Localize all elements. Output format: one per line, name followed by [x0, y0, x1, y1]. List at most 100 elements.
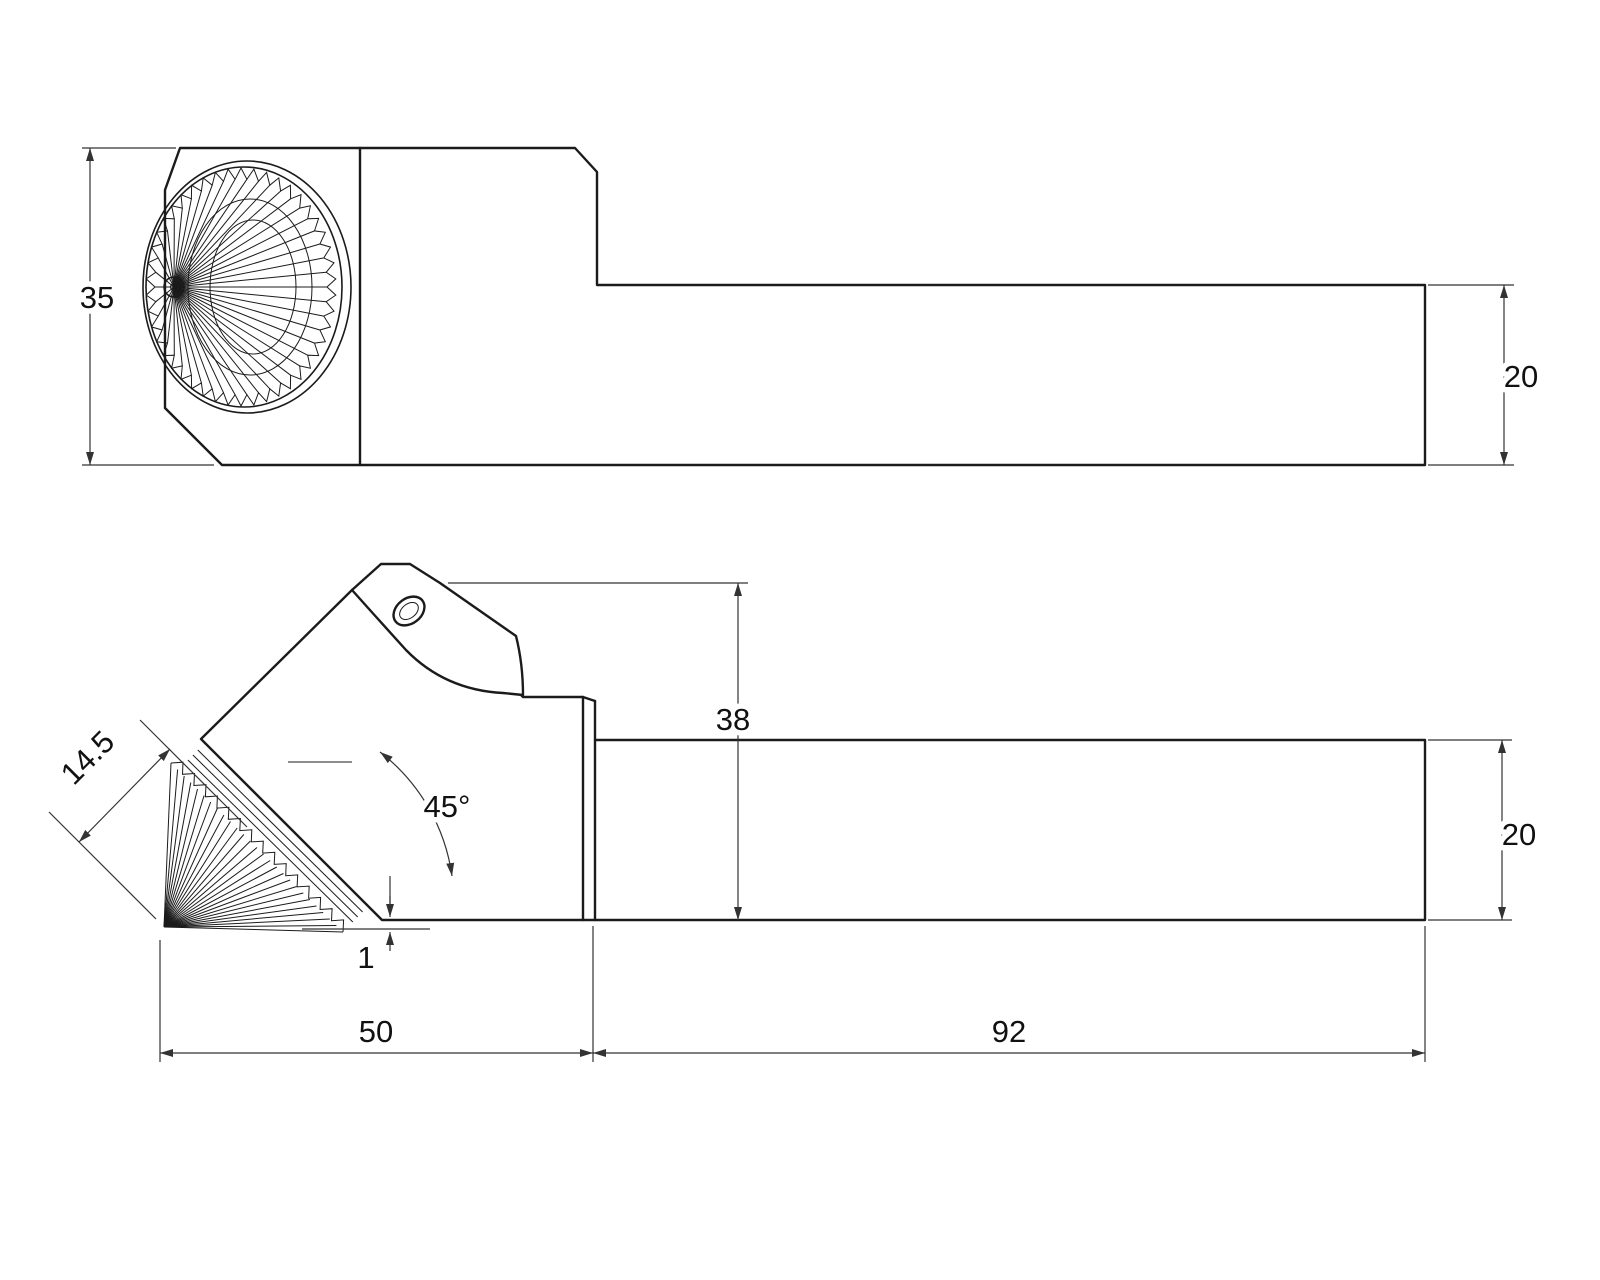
gear-tooth-line	[173, 208, 183, 288]
gear-tooth-line	[173, 286, 213, 389]
extension-line	[139, 719, 248, 828]
cutter-seat-line	[192, 754, 359, 918]
neck-top-edge	[581, 695, 597, 703]
gear-tooth-line	[173, 286, 224, 393]
cutter-fan-line	[163, 918, 330, 928]
cutter-fan-line	[163, 834, 245, 928]
cutter-fan-line	[163, 892, 304, 928]
gear-tooth-line	[173, 286, 236, 395]
gear-ring	[145, 166, 343, 408]
gear-face	[142, 160, 352, 414]
gear-tooth-line	[157, 286, 175, 317]
cutter-fan-line	[163, 873, 284, 928]
gear-tooth-line	[173, 198, 192, 288]
dim-20-front-label: 20	[1502, 817, 1536, 852]
angle-arc	[379, 751, 455, 877]
dimension-line	[78, 748, 171, 843]
dim-35-label: 35	[80, 280, 114, 315]
gear-tooth-line	[173, 271, 327, 288]
serrated-cutter	[163, 749, 363, 933]
gear-tooth-line	[173, 286, 183, 366]
dim-50-label: 50	[359, 1014, 393, 1049]
shank	[593, 738, 1427, 922]
dim-20-front: 20	[1428, 739, 1542, 921]
top-view-outline	[163, 146, 1427, 467]
cutter-fan-line	[163, 788, 198, 928]
cutter-fan-line	[163, 879, 291, 928]
cutter-fan-line	[163, 782, 192, 928]
gear-tooth-line	[173, 286, 248, 395]
gear-tooth-line	[173, 286, 321, 331]
gear-tooth-line	[173, 286, 315, 344]
clamp-screw-hole-inner	[399, 602, 419, 620]
cutter-fan-line	[163, 827, 238, 928]
gear-tooth-line	[161, 243, 175, 288]
gear-tooth-line	[173, 286, 308, 356]
clamp-screw-hole	[392, 595, 426, 627]
gear-tooth-line	[173, 286, 291, 376]
cutter-fan-line	[163, 912, 324, 928]
cutter-fan-line	[163, 847, 258, 928]
dim-38-label: 38	[716, 702, 750, 737]
gear-apex-boss	[163, 276, 185, 298]
dim-50: 50	[159, 926, 594, 1062]
dim-45deg-label: 45°	[424, 789, 471, 824]
cutter-fan-line	[163, 886, 297, 928]
dim-92: 92	[593, 926, 1426, 1062]
dim-92-label: 92	[992, 1014, 1026, 1049]
gear-tooth-line	[157, 257, 175, 288]
cutter-fan-line	[163, 866, 278, 928]
head-body	[199, 588, 585, 922]
cutter-serration-edge	[170, 761, 345, 933]
gear-tooth-line	[173, 218, 308, 288]
cutter-fan-line	[163, 899, 310, 928]
gear-tooth-line	[173, 179, 236, 288]
dim-20-top-label: 20	[1504, 359, 1538, 394]
gear-tooth-line	[173, 286, 192, 376]
dim-45deg: 45°	[379, 751, 476, 877]
gear-outer-ring	[142, 160, 352, 414]
gear-tooth-line	[173, 198, 291, 288]
dim-38: 38	[448, 582, 756, 920]
gear-tooth-line	[173, 286, 281, 384]
cutter-fan-line	[163, 801, 212, 928]
cutter-fan-line	[163, 925, 337, 928]
gear-tooth-line	[173, 286, 202, 384]
cutter-fan-line	[163, 853, 264, 928]
dim-35: 35	[74, 147, 214, 466]
gear-tooth-line	[173, 286, 271, 390]
gear-tooth-line	[173, 286, 300, 367]
cutter-seat-line	[187, 759, 354, 923]
cutter-fan-line	[163, 769, 179, 928]
dim-1-label: 1	[357, 940, 374, 975]
front-view: 14.5 45° 38 1 50	[48, 562, 1542, 1062]
cutter-fan-line	[163, 860, 271, 928]
gear-tooth-line	[173, 181, 224, 288]
cutter-fan-line	[163, 840, 251, 928]
gear-tooth-line	[173, 230, 315, 288]
gear-inner-circle	[187, 198, 313, 376]
cutter-fan-line	[163, 905, 317, 928]
gear-tooth-line	[173, 286, 327, 303]
dim-14-5-label: 14.5	[54, 724, 121, 791]
gear-apex-hole	[170, 283, 178, 291]
gear-tooth-line	[173, 190, 202, 288]
gear-tooth-line	[173, 207, 300, 288]
cutter-fan-line	[163, 795, 205, 928]
cutter-fan-line	[163, 926, 344, 933]
gear-tooth-line	[173, 190, 281, 288]
gear-tooth-line	[173, 286, 324, 317]
gear-tooth-line	[173, 179, 248, 288]
gear-tooth-line	[173, 257, 324, 288]
cutter-fan-line	[163, 808, 218, 928]
gear-tooth-line	[173, 185, 213, 288]
gear-tooth-line	[161, 286, 175, 331]
top-view: 35 20	[74, 146, 1544, 467]
cutter-fan-line	[163, 775, 185, 928]
extension-line	[48, 811, 157, 920]
gear-hub-circle	[209, 219, 297, 355]
clamp	[350, 562, 525, 697]
gear-tooth-line	[173, 243, 321, 288]
gear-tooth-line	[173, 184, 271, 288]
